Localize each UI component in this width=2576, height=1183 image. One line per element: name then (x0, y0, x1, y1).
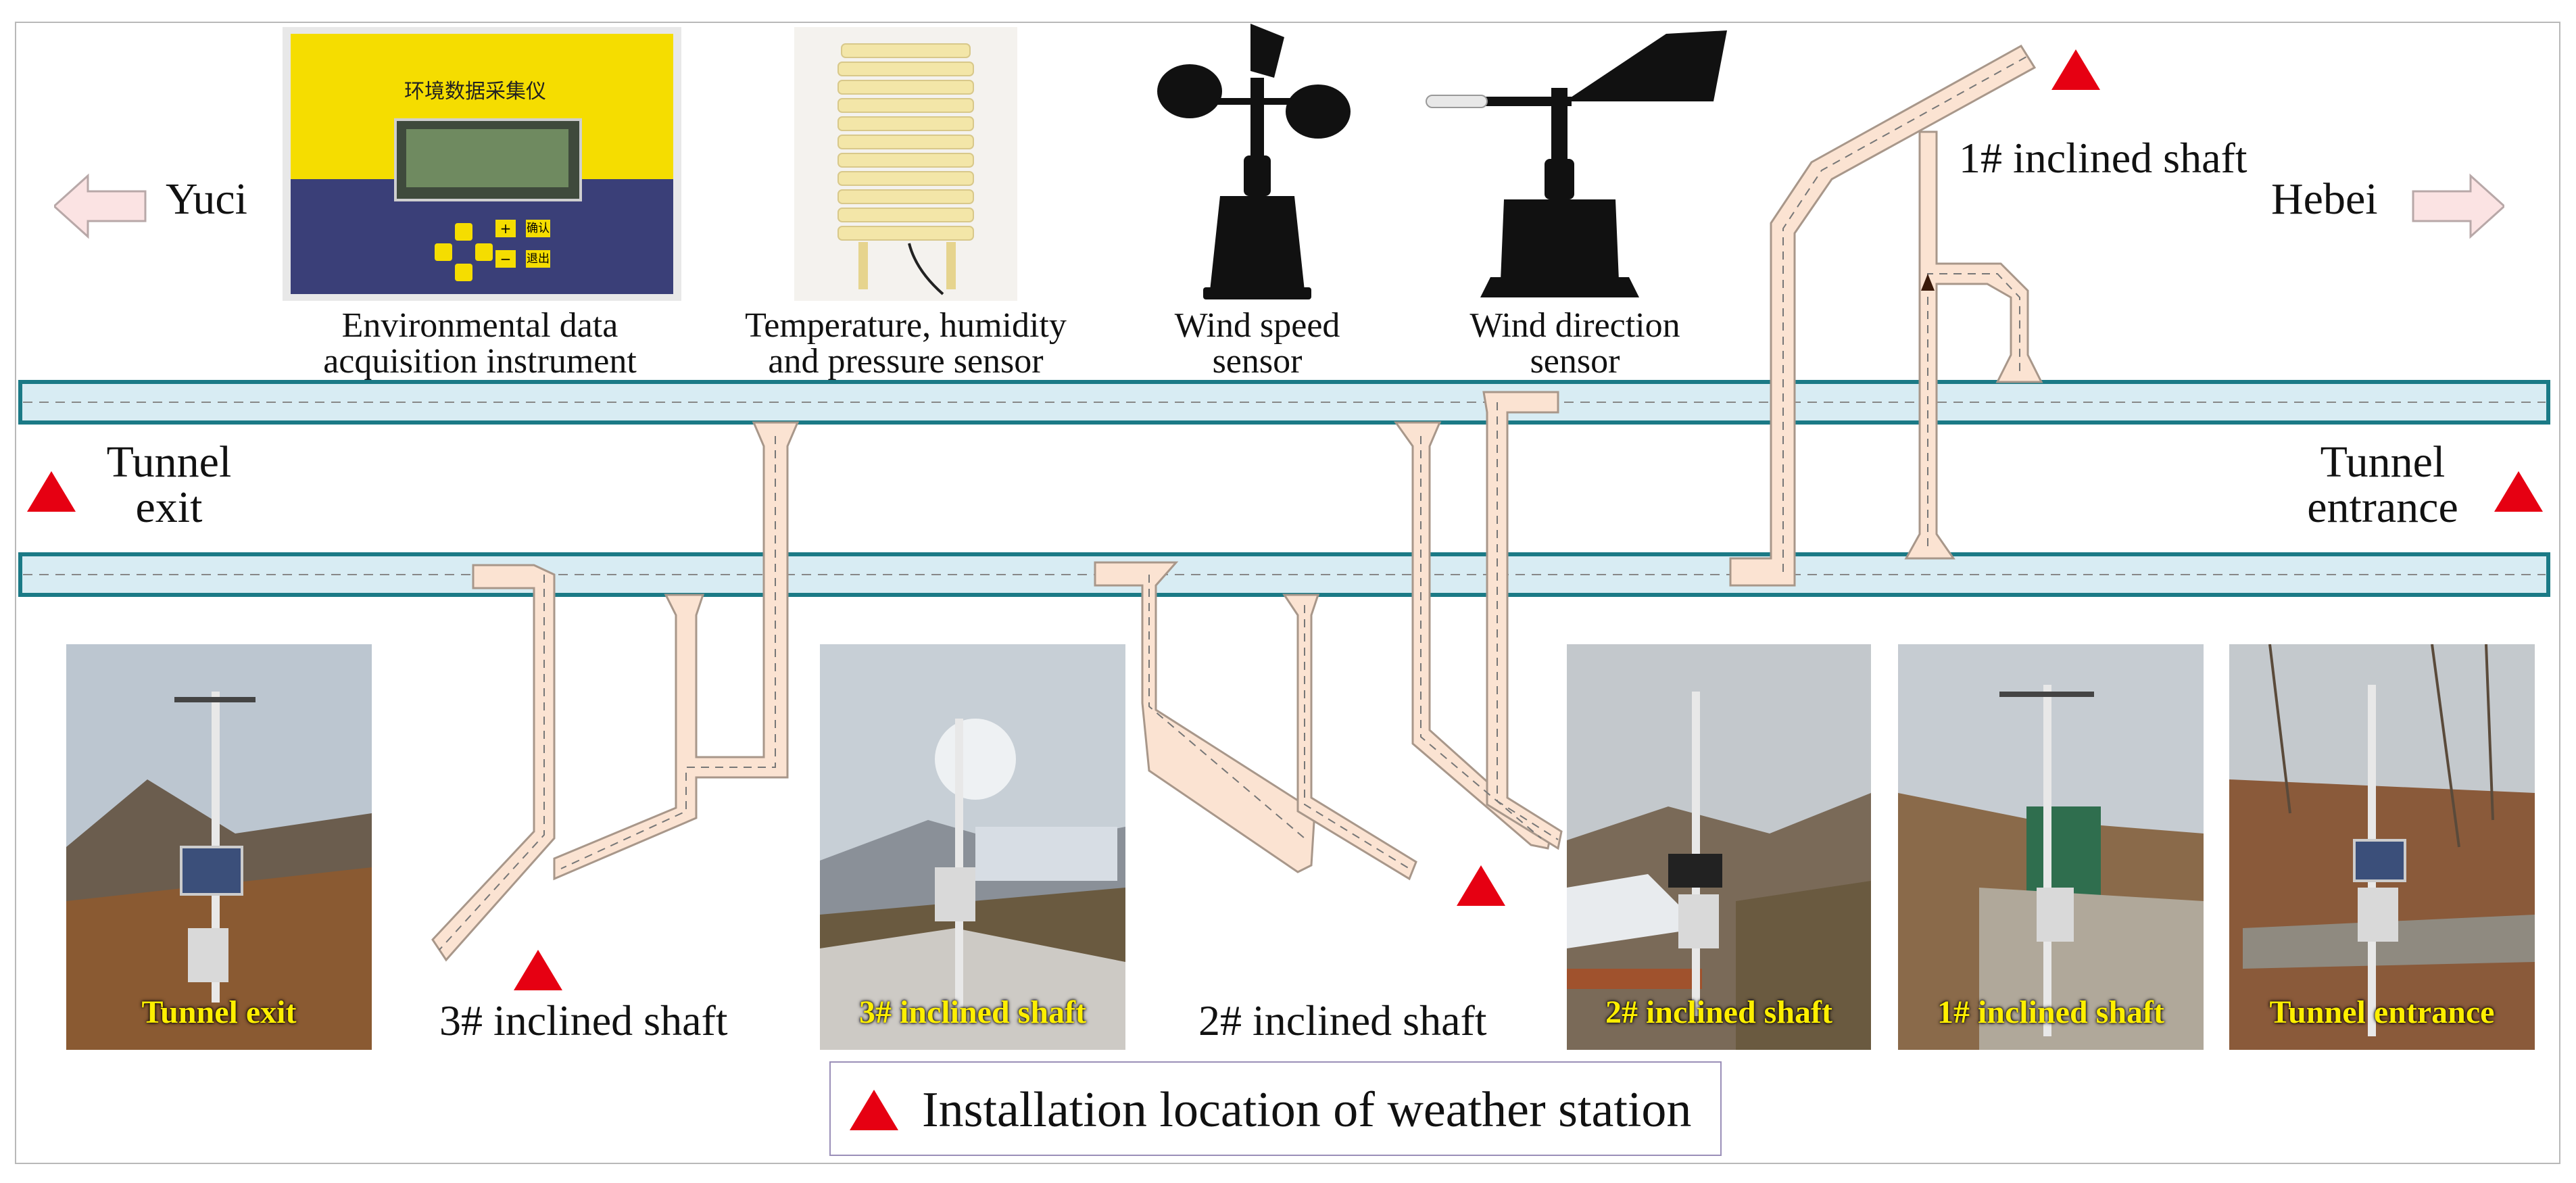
wind-speed-sensor-image (1157, 24, 1351, 299)
instrument-4-caption: Wind direction sensor (1469, 306, 1680, 381)
photo-shaft-2: 2# inclined shaft (1567, 644, 1871, 1050)
station-marker-1-shaft (2051, 49, 2100, 90)
photo-caption-shaft-3: 3# inclined shaft (858, 994, 1087, 1030)
legend-text: Installation location of weather station (922, 1082, 1692, 1138)
tunnel-exit-label: Tunnel exit (106, 437, 232, 533)
photo-caption-tunnel-exit: Tunnel exit (141, 994, 297, 1030)
photo-tunnel-exit: Tunnel exit (66, 644, 372, 1050)
shaft-2-branch-a (1094, 561, 1316, 873)
direction-right-label: Hebei (2271, 174, 2378, 224)
photo-caption-shaft-1: 1# inclined shaft (1937, 994, 2165, 1030)
shaft-3-label: 3# inclined shaft (439, 996, 728, 1044)
arrow-right-hebei-icon (2412, 173, 2504, 239)
station-marker-2-shaft (1457, 865, 1505, 906)
device-keypad (428, 223, 502, 284)
shaft-1-branch-b (1904, 130, 2043, 560)
shaft-2-branch-b (1282, 594, 1417, 881)
station-marker-tunnel-entrance (2494, 471, 2543, 512)
device-lcd-screen (394, 118, 582, 201)
instrument-3-caption: Wind speed sensor (1174, 306, 1340, 381)
shaft-1-branch-a (1729, 44, 2037, 587)
photo-caption-shaft-2: 2# inclined shaft (1605, 994, 1833, 1030)
photo-caption-tunnel-entrance: Tunnel entrance (2269, 994, 2495, 1030)
data-acquisition-device-image: 环境数据采集仪 确认 + − 退出 (283, 27, 681, 301)
shaft-3-branch-b (553, 421, 800, 881)
device-button-plus: + (495, 220, 516, 237)
instrument-2-caption: Temperature, humidity and pressure senso… (745, 306, 1067, 381)
shaft-1-label: 1# inclined shaft (1959, 134, 2247, 182)
photo-shaft-1: 1# inclined shaft (1898, 644, 2204, 1050)
upper-tunnel-tube (18, 380, 2550, 425)
device-button-confirm: 确认 (526, 220, 550, 237)
legend-marker-icon (850, 1090, 898, 1130)
legend-box: Installation location of weather station (829, 1061, 1722, 1156)
photo-shaft-3: 3# inclined shaft (820, 644, 1125, 1050)
airflow-arrow (1921, 274, 1935, 291)
device-button-exit: 退出 (526, 250, 550, 268)
direction-left-label: Yuci (166, 174, 247, 224)
device-button-minus: − (495, 250, 516, 268)
arrow-left-yuci-icon (54, 173, 147, 239)
figure-frame (15, 22, 2560, 1164)
shaft-2-branch-d (1482, 391, 1563, 850)
photo-tunnel-entrance: Tunnel entrance (2229, 644, 2535, 1050)
wind-direction-sensor-image (1426, 30, 1727, 297)
station-marker-3-shaft (514, 950, 562, 990)
thp-sensor-image (794, 27, 1017, 301)
tunnel-entrance-label: Tunnel entrance (2307, 437, 2458, 533)
shaft-2-label: 2# inclined shaft (1198, 996, 1487, 1044)
device-screen-title: 环境数据采集仪 (404, 80, 546, 103)
station-marker-tunnel-exit (27, 471, 76, 512)
instrument-1-caption: Environmental data acquisition instrumen… (323, 306, 637, 381)
shaft-3-branch-a (431, 564, 556, 962)
shaft-2-branch-c (1394, 421, 1553, 850)
